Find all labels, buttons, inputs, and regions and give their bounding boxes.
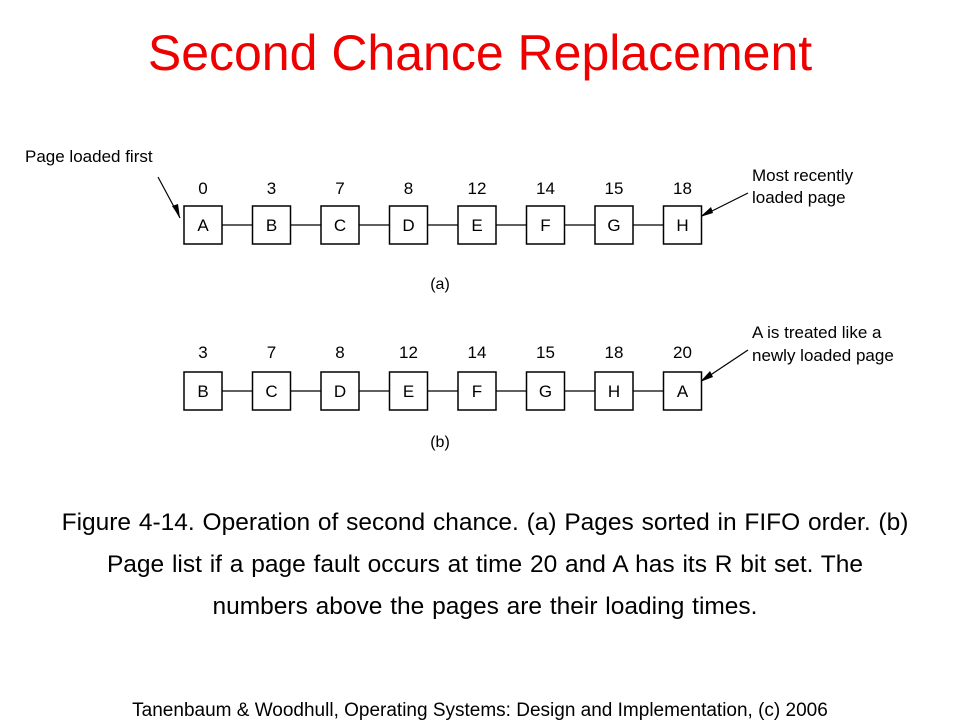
figure-caption: Figure 4-14. Operation of second chance.… bbox=[61, 509, 909, 620]
page-load-time: 3 bbox=[267, 179, 276, 198]
arrow-head-a-treated bbox=[700, 371, 713, 382]
page-name: A bbox=[677, 382, 689, 401]
callout-most-recent-line1: Most recently bbox=[752, 166, 854, 185]
page-name: E bbox=[471, 216, 482, 235]
page-box-b-b bbox=[183, 371, 223, 411]
page-name: B bbox=[197, 382, 208, 401]
page-load-time: 3 bbox=[198, 343, 207, 362]
page-load-time: 0 bbox=[198, 179, 207, 198]
panel-b-label: (b) bbox=[430, 434, 450, 451]
page-load-time: 14 bbox=[468, 343, 487, 362]
page-load-time: 12 bbox=[399, 343, 418, 362]
page-load-time: 12 bbox=[468, 179, 487, 198]
arrow-head-most-recent bbox=[700, 207, 713, 217]
page-name: A bbox=[197, 216, 209, 235]
page-box-a-b bbox=[251, 205, 292, 245]
page-name: H bbox=[608, 382, 620, 401]
panel-a-label: (a) bbox=[430, 276, 450, 293]
page-box-a-a bbox=[183, 205, 223, 245]
page-box-a-d bbox=[388, 205, 429, 245]
page-load-time: 8 bbox=[335, 343, 344, 362]
callout-a-treated-line1: A is treated like a bbox=[752, 323, 882, 342]
slide-credit: Tanenbaum & Woodhull, Operating Systems:… bbox=[132, 700, 828, 721]
page-name: G bbox=[539, 382, 552, 401]
page-box-a-g bbox=[594, 205, 634, 245]
page-box-a-c bbox=[320, 205, 360, 245]
page-load-time: 18 bbox=[605, 343, 624, 362]
page-box-b-g bbox=[525, 371, 566, 411]
page-box-a-h bbox=[662, 205, 703, 245]
page-load-time: 20 bbox=[673, 343, 692, 362]
page-box-b-h bbox=[594, 371, 634, 411]
page-name: F bbox=[472, 382, 482, 401]
page-box-a-e bbox=[457, 205, 497, 245]
page-name: H bbox=[676, 216, 688, 235]
page-name: C bbox=[334, 216, 346, 235]
page-load-time: 18 bbox=[673, 179, 692, 198]
page-box-a-f bbox=[525, 205, 566, 245]
page-name: E bbox=[403, 382, 414, 401]
page-box-b-a bbox=[662, 371, 703, 411]
page-name: F bbox=[540, 216, 550, 235]
callout-most-recent-line2: loaded page bbox=[752, 188, 846, 207]
page-box-b-e bbox=[388, 371, 429, 411]
callout-page-loaded-first: Page loaded first bbox=[25, 147, 153, 166]
page-name: G bbox=[607, 216, 620, 235]
callout-a-treated-line2: newly loaded page bbox=[752, 346, 894, 365]
page-load-time: 14 bbox=[536, 179, 555, 198]
arrow-head-page-loaded-first bbox=[172, 204, 180, 218]
page-name: D bbox=[334, 382, 346, 401]
page-box-b-c bbox=[251, 371, 292, 411]
page-load-time: 15 bbox=[536, 343, 555, 362]
page-load-time: 8 bbox=[404, 179, 413, 198]
page-load-time: 7 bbox=[335, 179, 344, 198]
page-name: D bbox=[402, 216, 414, 235]
slide-title: Second Chance Replacement bbox=[147, 25, 813, 81]
page-name: B bbox=[266, 216, 277, 235]
page-name: C bbox=[265, 382, 277, 401]
page-load-time: 15 bbox=[605, 179, 624, 198]
page-load-time: 7 bbox=[267, 343, 276, 362]
second-chance-diagram: Page loaded first Most recently loaded p… bbox=[25, 147, 894, 451]
